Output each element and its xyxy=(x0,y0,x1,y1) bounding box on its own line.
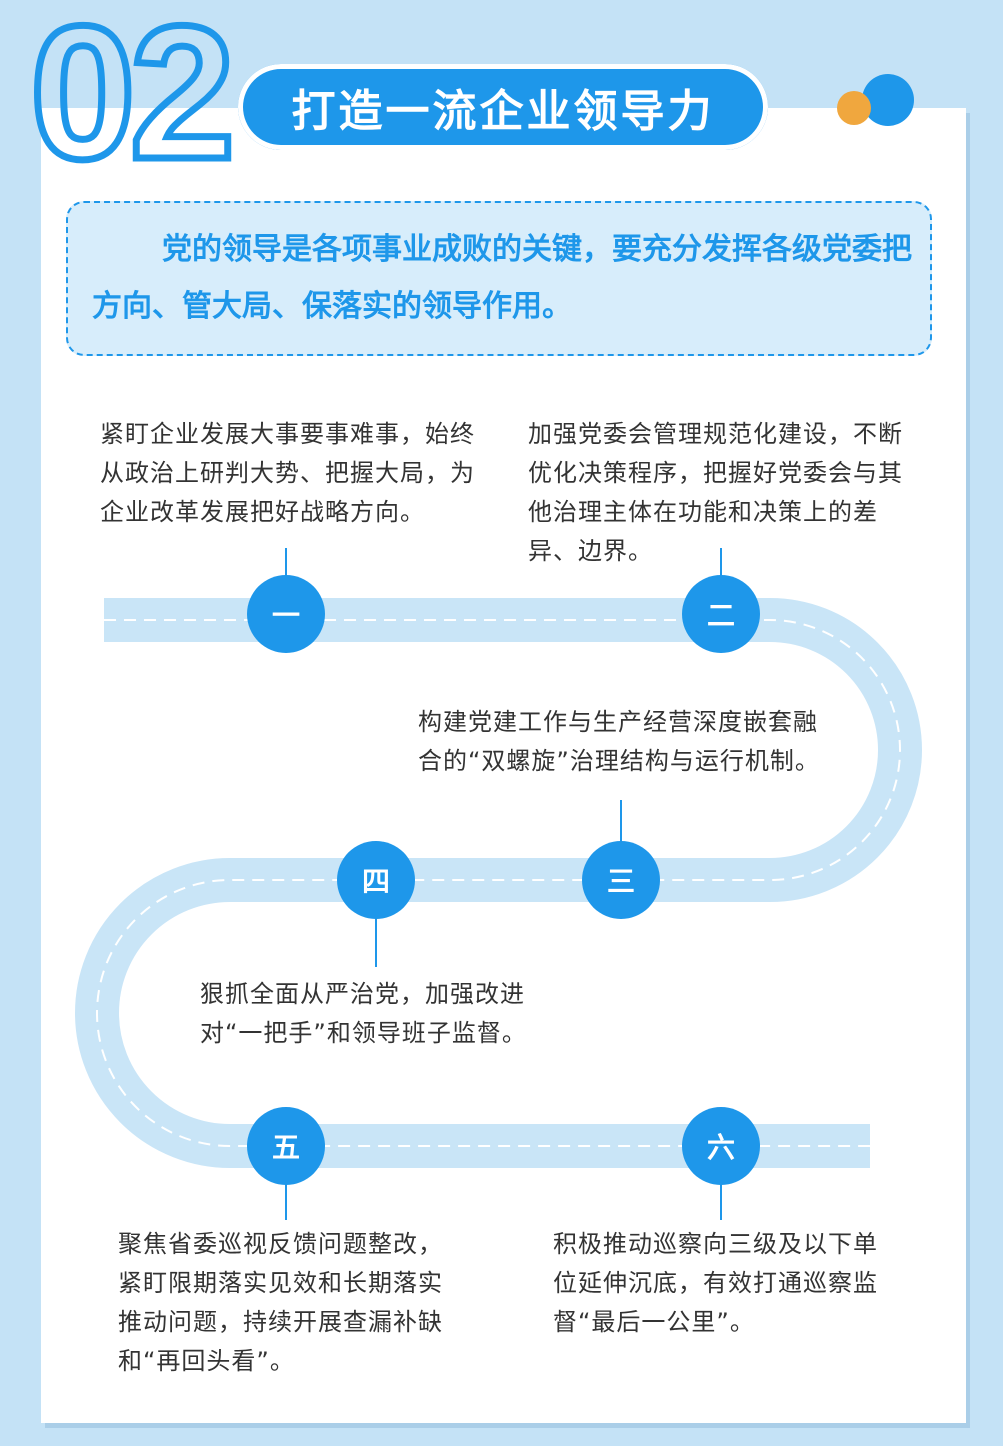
step-marker-6: 六 xyxy=(682,1107,760,1185)
step-marker-3: 三 xyxy=(582,841,660,919)
step-text-4: 狠抓全面从严治党，加强改进对“一把手”和领导班子监督。 xyxy=(200,980,527,1047)
step-marker-4: 四 xyxy=(337,841,415,919)
step-marker-2: 二 xyxy=(682,575,760,653)
step-text-6: 积极推动巡察向三级及以下单位延伸沉底，有效打通巡察监督“最后一公里”。 xyxy=(553,1230,878,1336)
step-marker-1: 一 xyxy=(247,575,325,653)
title-banner: 打造一流企业领导力 xyxy=(238,64,768,150)
connector-line xyxy=(720,548,722,588)
connector-line xyxy=(285,548,287,588)
connector-line xyxy=(375,912,377,967)
step-text-1: 紧盯企业发展大事要事难事，始终从政治上研判大势、把握大局，为企业改革发展把好战略… xyxy=(100,420,475,526)
section-number-text: 02 xyxy=(30,0,229,175)
step-text-2: 加强党委会管理规范化建设，不断优化决策程序，把握好党委会与其他治理主体在功能和决… xyxy=(528,420,903,565)
intro-text: 党的领导是各项事业成败的关键，要充分发挥各级党委把方向、管大局、保落实的领导作用… xyxy=(92,232,912,324)
step-text-3: 构建党建工作与生产经营深度嵌套融合的“双螺旋”治理结构与运行机制。 xyxy=(418,708,820,775)
section-number: 02 xyxy=(27,0,239,175)
intro-box: 党的领导是各项事业成败的关键，要充分发挥各级党委把方向、管大局、保落实的领导作用… xyxy=(66,201,932,356)
connector-line xyxy=(285,1178,287,1220)
connector-line xyxy=(720,1178,722,1220)
step-text-5: 聚焦省委巡视反馈问题整改，紧盯限期落实见效和长期落实推动问题，持续开展查漏补缺和… xyxy=(118,1230,443,1375)
step-marker-5: 五 xyxy=(247,1107,325,1185)
decorative-dots-icon xyxy=(837,74,914,126)
page-title: 打造一流企业领导力 xyxy=(291,86,715,137)
connector-line xyxy=(620,800,622,850)
